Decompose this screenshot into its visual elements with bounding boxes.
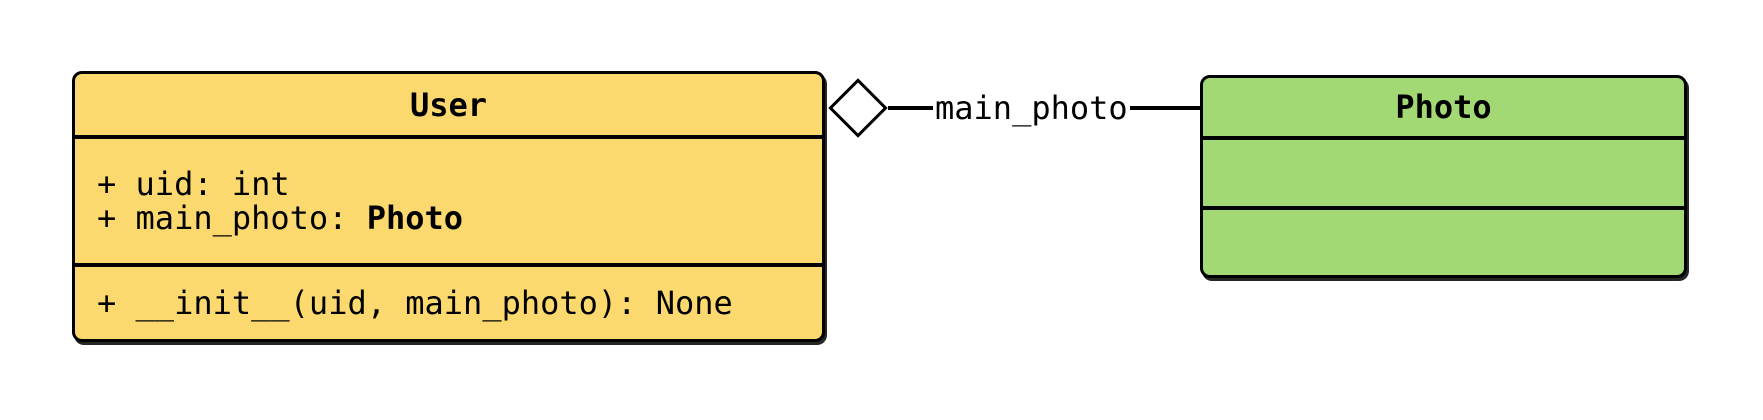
- class-box-photo: Photo: [1200, 75, 1687, 278]
- attribute-text: + uid:: [97, 165, 232, 203]
- aggregation-diamond-icon: [828, 78, 888, 138]
- class-box-user: User + uid: int + main_photo: Photo + __…: [72, 71, 825, 342]
- relation-connector: main_photo: [888, 88, 1200, 128]
- method-line: + __init__(uid, main_photo): None: [97, 284, 733, 322]
- attribute-line: + uid: int: [97, 167, 800, 201]
- photo-methods-section: [1203, 210, 1684, 275]
- attribute-text: + main_photo:: [97, 199, 367, 237]
- class-title-photo: Photo: [1203, 78, 1684, 140]
- attribute-type: int: [231, 165, 290, 203]
- photo-attributes-section: [1203, 140, 1684, 210]
- connector-line: [1129, 106, 1200, 110]
- connector-line: [888, 106, 933, 110]
- relation-label: main_photo: [935, 89, 1128, 127]
- user-attributes-section: + uid: int + main_photo: Photo: [75, 139, 822, 267]
- user-methods-section: + __init__(uid, main_photo): None: [75, 267, 822, 339]
- attribute-line: + main_photo: Photo: [97, 201, 800, 235]
- attribute-type: Photo: [366, 199, 464, 237]
- class-title-user: User: [75, 74, 822, 139]
